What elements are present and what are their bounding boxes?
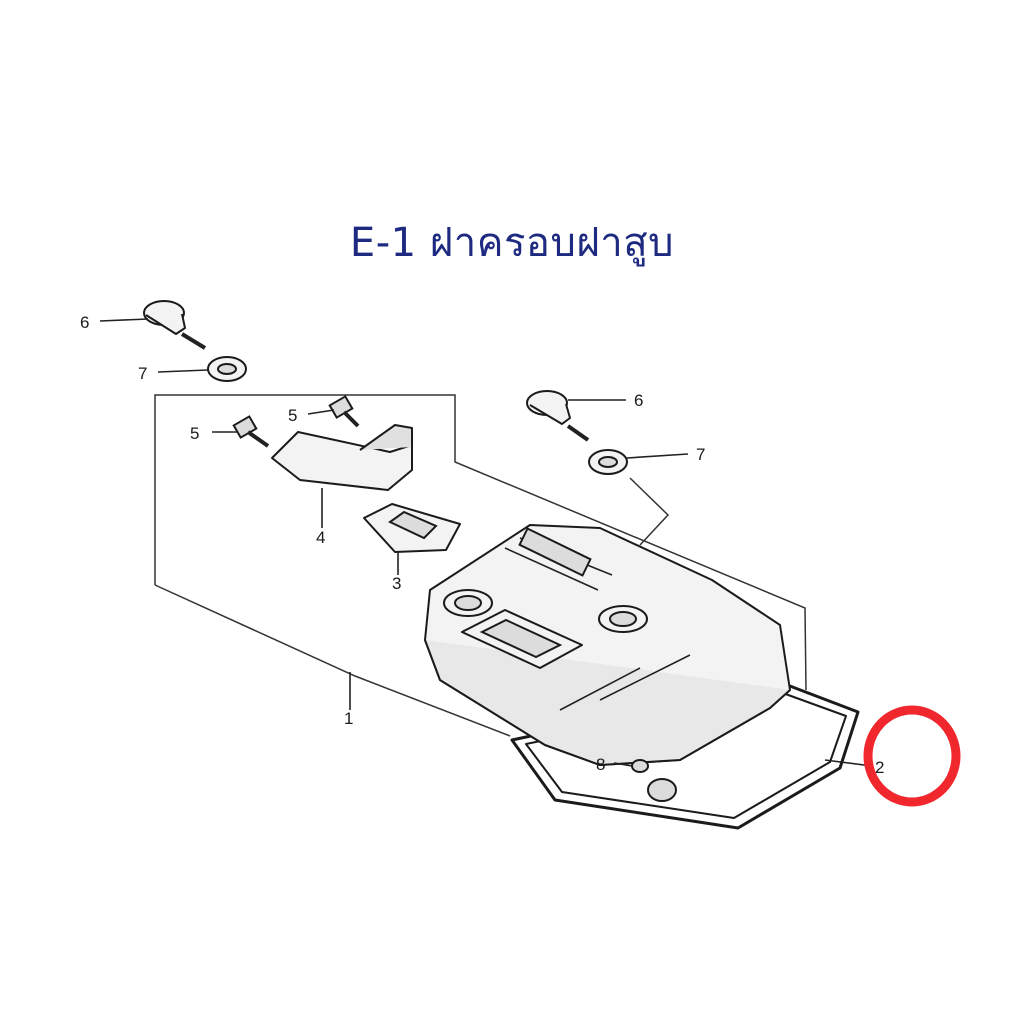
leader-5-right xyxy=(307,409,335,415)
leader-2 xyxy=(824,759,873,767)
breather-gasket-part-3 xyxy=(363,503,461,553)
cylinder-head-cover-part-1 xyxy=(424,524,791,802)
callout-6-right: 6 xyxy=(634,391,643,410)
callout-8: 8 xyxy=(596,755,605,774)
leader-7-left xyxy=(157,369,209,373)
callout-4: 4 xyxy=(316,528,325,547)
callout-5-left: 5 xyxy=(190,424,199,443)
leader-6-left xyxy=(99,318,149,322)
cover-logo-plate xyxy=(518,527,592,577)
stud-bolt-part-6-right xyxy=(526,390,590,442)
leader-7-right xyxy=(626,453,689,459)
callout-1: 1 xyxy=(344,709,353,728)
assembly-bracket-left xyxy=(154,394,807,691)
bolt-part-5-left xyxy=(232,415,270,448)
assembly-bracket-right xyxy=(629,477,670,546)
diagram-frame xyxy=(28,180,984,842)
washer-part-7-right xyxy=(588,449,628,475)
assembly-bracket-bottom xyxy=(154,584,511,737)
stud-bolt-part-6-left xyxy=(143,300,207,350)
callout-5-right: 5 xyxy=(288,406,297,425)
cover-plug xyxy=(647,778,677,802)
washer-part-7-left xyxy=(207,356,247,382)
bolt-part-5-right xyxy=(328,395,360,428)
page-title: E-1 ฝาครอบฝาสูบ xyxy=(349,220,675,266)
highlight-circle xyxy=(863,705,961,807)
leader-8 xyxy=(613,762,633,767)
seal-part-8 xyxy=(631,759,649,773)
callout-7-right: 7 xyxy=(696,445,705,464)
callout-6-left: 6 xyxy=(80,313,89,332)
callout-2: 2 xyxy=(875,758,884,777)
breather-cover-part-4 xyxy=(271,424,413,491)
callout-7-left: 7 xyxy=(138,364,147,383)
callout-3: 3 xyxy=(392,574,401,593)
